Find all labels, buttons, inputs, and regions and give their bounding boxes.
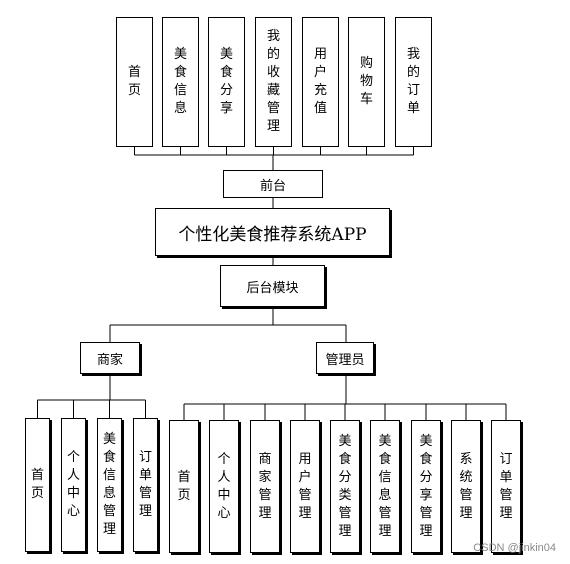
- frontend-module-4-label: 用户充值: [313, 47, 327, 116]
- merchant-node: 商家: [80, 342, 140, 374]
- admin-module-1: 个人中心: [209, 420, 239, 553]
- merchant-module-1: 个人中心: [61, 418, 86, 552]
- merchant-module-0: 首页: [25, 418, 50, 552]
- merchant-module-2: 美食信息管理: [97, 418, 122, 552]
- frontend-node: 前台: [223, 170, 323, 198]
- frontend-module-3: 我的收藏管理: [255, 17, 292, 147]
- admin-module-8: 订单管理: [491, 420, 521, 553]
- frontend-module-5-label: 购物车: [359, 56, 373, 107]
- merchant-module-2-label: 美食信息管理: [102, 432, 116, 537]
- admin-module-8-label: 订单管理: [499, 451, 513, 521]
- frontend-node-label: 前台: [259, 178, 286, 194]
- frontend-module-1: 美食信息: [162, 17, 199, 147]
- system-title-node-label: 个性化美食推荐系统APP: [178, 224, 367, 245]
- admin-module-3-label: 用户管理: [298, 451, 312, 521]
- admin-module-6-label: 美食分享管理: [419, 433, 433, 539]
- admin-module-1-label: 个人中心: [217, 451, 231, 521]
- admin-module-7: 系统管理: [451, 420, 481, 553]
- admin-module-3: 用户管理: [290, 420, 320, 553]
- merchant-node-label: 商家: [96, 352, 123, 368]
- merchant-module-0-label: 首页: [30, 468, 44, 501]
- frontend-module-2: 美食分享: [208, 17, 245, 147]
- admin-module-6: 美食分享管理: [411, 420, 441, 553]
- frontend-module-4: 用户充值: [302, 17, 339, 147]
- admin-module-2-label: 商家管理: [258, 451, 272, 521]
- admin-node: 管理员: [316, 342, 374, 374]
- frontend-module-0-label: 首页: [127, 65, 141, 98]
- admin-module-0-label: 首页: [177, 469, 191, 503]
- merchant-module-1-label: 个人中心: [66, 450, 80, 519]
- frontend-module-0: 首页: [116, 17, 153, 147]
- merchant-module-3-label: 订单管理: [138, 450, 152, 519]
- frontend-module-6: 我的订单: [395, 17, 432, 147]
- frontend-module-5: 购物车: [348, 17, 385, 147]
- frontend-module-1-label: 美食信息: [173, 47, 187, 116]
- backend-node: 后台模块: [220, 265, 325, 307]
- watermark: CSDN @jinkin04: [473, 542, 556, 554]
- merchant-module-3: 订单管理: [133, 418, 158, 552]
- frontend-module-2-label: 美食分享: [219, 47, 233, 116]
- frontend-module-6-label: 我的订单: [406, 47, 420, 116]
- admin-module-4-label: 美食分类管理: [338, 433, 352, 539]
- admin-module-7-label: 系统管理: [459, 451, 473, 521]
- system-title-node: 个性化美食推荐系统APP: [155, 208, 390, 256]
- admin-module-5-label: 美食信息管理: [378, 433, 392, 539]
- frontend-module-3-label: 我的收藏管理: [266, 29, 280, 134]
- admin-module-5: 美食信息管理: [370, 420, 400, 553]
- admin-node-label: 管理员: [325, 352, 365, 368]
- backend-node-label: 后台模块: [246, 280, 299, 296]
- admin-module-0: 首页: [169, 420, 199, 553]
- admin-module-4: 美食分类管理: [330, 420, 360, 553]
- admin-module-2: 商家管理: [250, 420, 280, 553]
